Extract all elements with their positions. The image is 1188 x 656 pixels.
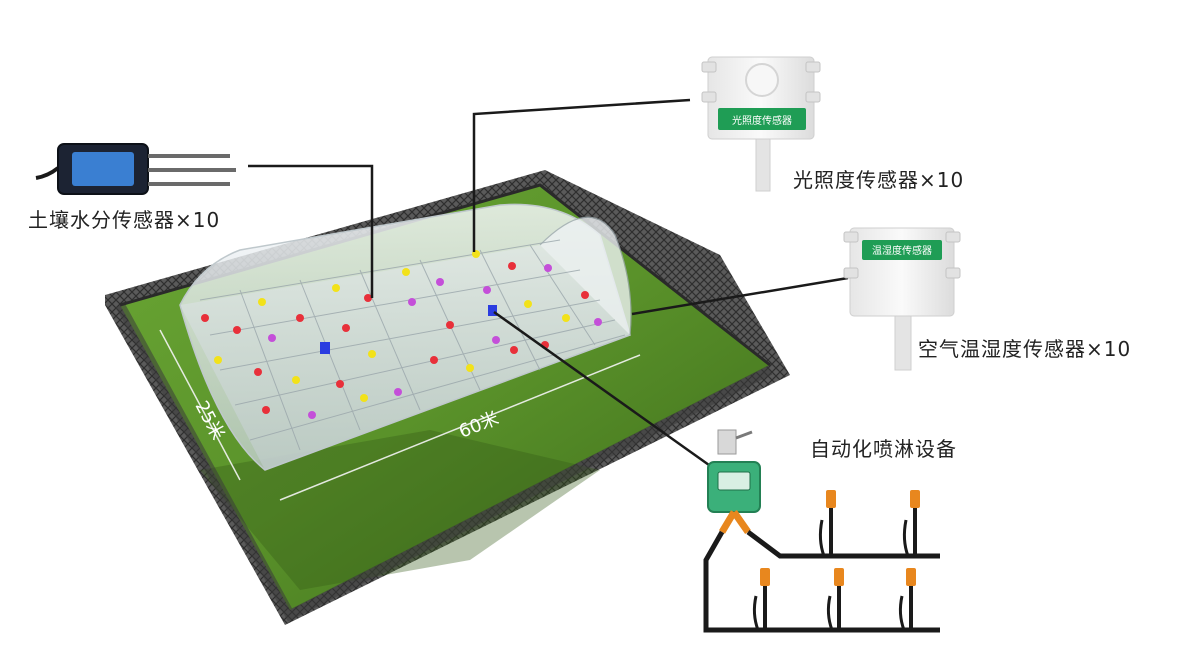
light-sensor-plate: 光照度传感器 <box>732 114 792 127</box>
air-sensor-label: 空气温湿度传感器×10 <box>918 333 1131 362</box>
controller-icon <box>708 430 760 532</box>
light-sensor-label: 光照度传感器×10 <box>793 164 964 193</box>
sprinkler-nozzle-icon <box>828 568 844 630</box>
sprinkler-nozzle-icon <box>900 568 916 630</box>
air-sensor-plate: 温湿度传感器 <box>872 244 932 257</box>
spray-device-label: 自动化喷淋设备 <box>810 433 957 462</box>
sprinkler-nozzle-icon <box>820 490 836 556</box>
sprinkler-nozzles <box>754 490 920 630</box>
soil-probe-icon <box>36 144 236 194</box>
sprinkler-nozzle-icon <box>754 568 770 630</box>
sprinkler-nozzle-icon <box>904 490 920 556</box>
soil-sensor-label: 土壤水分传感器×10 <box>28 204 220 233</box>
